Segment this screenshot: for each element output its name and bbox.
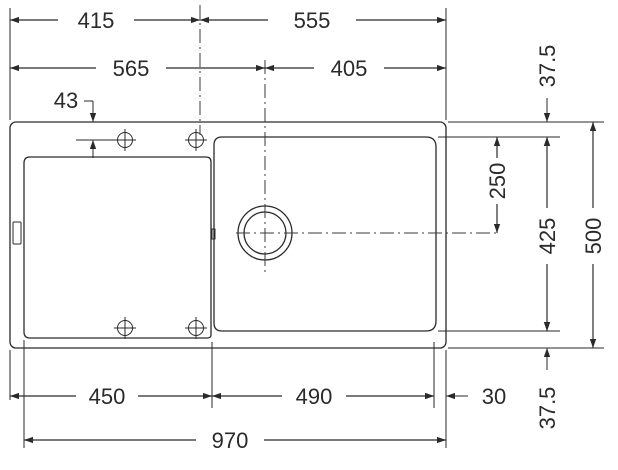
- bowl-side-mark: [211, 228, 216, 240]
- dim-bowl-center-label: 250: [485, 163, 510, 200]
- dim-top-left: 415: [10, 8, 200, 33]
- dim-overall-depth-label: 500: [581, 218, 606, 255]
- dim-overall-width-label: 970: [212, 428, 249, 453]
- dim-second-right: 405: [265, 56, 446, 81]
- overflow-slot: [12, 221, 22, 245]
- tap-hole-bottom-left: [114, 317, 136, 339]
- dim-bowl-width-label: 490: [296, 384, 333, 409]
- dim-right-edge-label: 30: [482, 384, 506, 409]
- dim-top-right: 555: [200, 8, 446, 33]
- dim-drainer-width-label: 450: [89, 384, 126, 409]
- dim-top-left-label: 415: [78, 8, 115, 33]
- dim-bowl-center: 250: [485, 137, 510, 233]
- dim-right-top-margin: 37.5: [535, 45, 560, 158]
- drainer-board: [12, 156, 212, 339]
- dim-bowl-depth: 425: [535, 137, 560, 331]
- dim-second-left-label: 565: [113, 56, 150, 81]
- dim-right-top-margin-label: 37.5: [535, 45, 560, 88]
- dim-right-bottom-margin: 37.5: [535, 310, 560, 429]
- dim-overall-depth: 500: [581, 122, 606, 348]
- dim-second-right-label: 405: [331, 56, 368, 81]
- tap-hole-bottom-right: [185, 317, 207, 339]
- dim-right-bottom-margin-label: 37.5: [535, 387, 560, 430]
- dim-top-right-label: 555: [294, 8, 331, 33]
- dim-bowl-depth-label: 425: [535, 218, 560, 255]
- dim-tap-offset: 43: [54, 88, 97, 158]
- dim-bowl-width: 490: [212, 384, 434, 409]
- drainer-outline: [23, 156, 212, 339]
- center-lines: [199, 5, 500, 272]
- sink-outer-rim: [9, 121, 447, 349]
- dim-overall-width: 970: [24, 428, 446, 453]
- dim-right-edge: 30: [418, 384, 506, 409]
- sink-bowl: [211, 136, 437, 332]
- bowl-outline: [213, 136, 437, 332]
- sink-outline: [9, 121, 447, 349]
- dim-drainer-width: 450: [10, 384, 212, 409]
- extension-lines: [9, 8, 604, 448]
- dim-tap-offset-label: 43: [54, 88, 78, 113]
- tap-hole-top-left: [114, 129, 136, 151]
- tap-hole-top-right: [185, 129, 207, 151]
- dim-second-left: 565: [10, 56, 265, 81]
